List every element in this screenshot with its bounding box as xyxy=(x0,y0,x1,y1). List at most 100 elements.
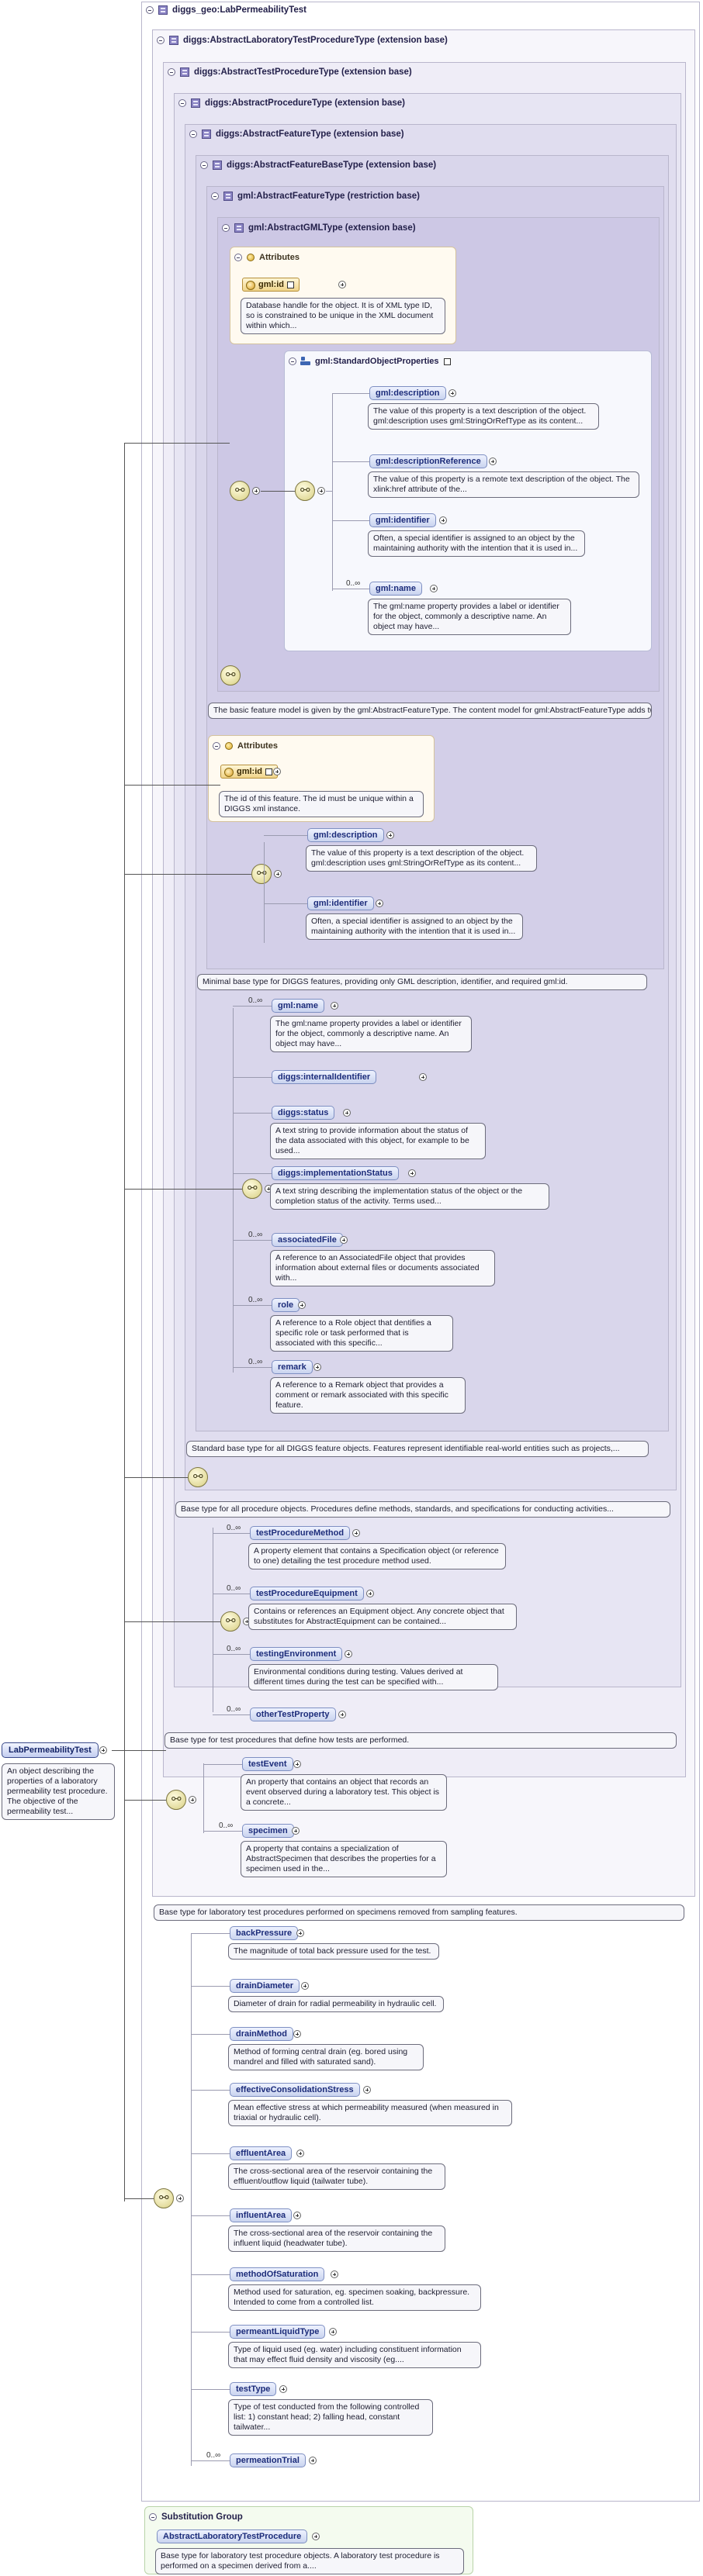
element-gml-name[interactable]: gml:name xyxy=(272,999,324,1013)
extension-header-5[interactable]: diggs:AbstractFeatureBaseType (extension… xyxy=(200,161,436,170)
expand-icon[interactable] xyxy=(298,1301,306,1309)
expand-icon[interactable] xyxy=(301,1982,309,1990)
element-diggs-internalidentifier[interactable]: diggs:internalIdentifier xyxy=(272,1070,377,1084)
expand-icon[interactable] xyxy=(99,1746,107,1754)
extension-header-2[interactable]: diggs:AbstractTestProcedureType (extensi… xyxy=(168,67,412,77)
element-diggs-implementationstatus[interactable]: diggs:implementationStatus xyxy=(272,1166,399,1180)
collapse-toggle-icon[interactable] xyxy=(289,357,296,365)
attributes-header[interactable]: Attributes xyxy=(234,253,300,262)
element-effluentarea[interactable]: effluentArea xyxy=(230,2146,293,2160)
expand-icon[interactable] xyxy=(313,1363,321,1371)
collapse-toggle-icon[interactable] xyxy=(149,2513,157,2521)
element-testtype[interactable]: testType xyxy=(230,2382,277,2396)
collapse-toggle-icon[interactable] xyxy=(178,99,186,107)
expand-icon[interactable] xyxy=(296,1929,304,1937)
expand-icon[interactable] xyxy=(448,389,456,397)
expand-icon[interactable] xyxy=(340,1236,348,1244)
expand-icon[interactable] xyxy=(489,458,497,465)
expand-icon[interactable] xyxy=(329,2328,337,2336)
sequence-icon[interactable] xyxy=(251,864,272,884)
collapse-toggle-icon[interactable] xyxy=(157,36,164,44)
standard-object-properties-header[interactable]: gml:StandardObjectProperties xyxy=(289,357,451,366)
element-testproceduremethod[interactable]: testProcedureMethod xyxy=(250,1526,351,1540)
element-backpressure[interactable]: backPressure xyxy=(230,1926,299,1940)
expand-icon[interactable] xyxy=(439,516,447,524)
extension-header-6[interactable]: gml:AbstractFeatureType (restriction bas… xyxy=(211,192,420,201)
collapse-toggle-icon[interactable] xyxy=(189,130,197,138)
sequence-icon[interactable] xyxy=(166,1790,186,1810)
element-testingenvironment[interactable]: testingEnvironment xyxy=(250,1647,343,1661)
expand-icon[interactable] xyxy=(292,1827,300,1835)
extension-header-7[interactable]: gml:AbstractGMLType (extension base) xyxy=(222,223,416,233)
extension-header-1[interactable]: diggs:AbstractLaboratoryTestProcedureTyp… xyxy=(157,36,448,45)
expand-icon[interactable] xyxy=(343,1109,351,1117)
collapse-icon[interactable] xyxy=(274,870,282,878)
sequence-icon[interactable] xyxy=(230,481,250,501)
expand-icon[interactable] xyxy=(376,900,383,907)
element-remark[interactable]: remark xyxy=(272,1360,313,1374)
element-testevent[interactable]: testEvent xyxy=(242,1757,293,1771)
element-othertestproperty[interactable]: otherTestProperty xyxy=(250,1708,336,1721)
element-diggs-status[interactable]: diggs:status xyxy=(272,1106,335,1120)
sequence-icon[interactable] xyxy=(220,665,241,685)
element-gml-identifier[interactable]: gml:identifier xyxy=(369,513,436,527)
expand-icon[interactable] xyxy=(352,1529,360,1537)
sequence-icon[interactable] xyxy=(220,1611,241,1632)
expand-icon[interactable] xyxy=(419,1073,427,1081)
element-role[interactable]: role xyxy=(272,1298,300,1312)
collapse-icon[interactable] xyxy=(317,487,325,495)
element-permeantliquidtype[interactable]: permeantLiquidType xyxy=(230,2325,326,2339)
element-specimen[interactable]: specimen xyxy=(242,1824,294,1838)
collapse-toggle-icon[interactable] xyxy=(213,742,220,750)
element-effectiveconsolidationstress[interactable]: effectiveConsolidationStress xyxy=(230,2083,360,2097)
extension-header-3[interactable]: diggs:AbstractProcedureType (extension b… xyxy=(178,98,405,108)
attribute-gml-id[interactable]: gml:id xyxy=(220,765,278,779)
element-methodofsaturation[interactable]: methodOfSaturation xyxy=(230,2267,325,2281)
element-gml-description[interactable]: gml:description xyxy=(369,386,446,400)
collapse-toggle-icon[interactable] xyxy=(222,224,230,232)
element-gml-identifier[interactable]: gml:identifier xyxy=(307,896,374,910)
expand-icon[interactable] xyxy=(366,1590,374,1597)
expand-icon[interactable] xyxy=(279,2385,287,2393)
expand-icon[interactable] xyxy=(338,1711,346,1718)
expand-icon[interactable] xyxy=(430,585,438,592)
root-type-header[interactable]: diggs_geo:LabPermeabilityTest xyxy=(146,5,306,15)
collapse-icon[interactable] xyxy=(189,1796,196,1804)
sequence-icon[interactable] xyxy=(242,1179,262,1199)
collapse-toggle-icon[interactable] xyxy=(146,6,154,14)
expand-icon[interactable] xyxy=(338,281,346,288)
expand-icon[interactable] xyxy=(331,2270,338,2278)
expand-icon[interactable] xyxy=(312,2533,320,2540)
expand-icon[interactable] xyxy=(363,2086,371,2094)
expand-icon[interactable] xyxy=(296,2150,304,2157)
expand-icon[interactable] xyxy=(345,1650,352,1658)
sequence-icon[interactable] xyxy=(295,481,315,501)
element-associatedfile[interactable]: associatedFile xyxy=(272,1233,343,1247)
expand-icon[interactable] xyxy=(331,1002,338,1010)
collapse-icon[interactable] xyxy=(252,487,260,495)
element-gml-descriptionreference[interactable]: gml:descriptionReference xyxy=(369,454,487,468)
root-element-lab-permeability-test[interactable]: LabPermeabilityTest xyxy=(2,1742,99,1758)
collapse-toggle-icon[interactable] xyxy=(168,68,175,76)
element-gml-name[interactable]: gml:name xyxy=(369,582,422,596)
expand-icon[interactable] xyxy=(386,831,394,839)
expand-icon[interactable] xyxy=(273,768,281,775)
element-draindiameter[interactable]: drainDiameter xyxy=(230,1979,300,1993)
collapse-toggle-icon[interactable] xyxy=(234,254,242,261)
sequence-icon[interactable] xyxy=(154,2188,174,2208)
expand-icon[interactable] xyxy=(293,2030,301,2038)
element-gml-description[interactable]: gml:description xyxy=(307,828,384,842)
expand-icon[interactable] xyxy=(293,2212,301,2219)
expand-icon[interactable] xyxy=(408,1169,416,1177)
sequence-icon[interactable] xyxy=(188,1467,208,1487)
expand-icon[interactable] xyxy=(309,2457,317,2464)
collapse-icon[interactable] xyxy=(176,2194,184,2202)
collapse-toggle-icon[interactable] xyxy=(211,192,219,200)
element-testprocedureequipment[interactable]: testProcedureEquipment xyxy=(250,1587,364,1601)
extension-header-4[interactable]: diggs:AbstractFeatureType (extension bas… xyxy=(189,129,404,139)
element-drainmethod[interactable]: drainMethod xyxy=(230,2027,293,2041)
attributes-header[interactable]: Attributes xyxy=(213,741,278,751)
expand-icon[interactable] xyxy=(293,1760,301,1768)
attribute-gml-id[interactable]: gml:id xyxy=(242,278,300,292)
substitution-group-header[interactable]: Substitution Group xyxy=(149,2512,243,2522)
